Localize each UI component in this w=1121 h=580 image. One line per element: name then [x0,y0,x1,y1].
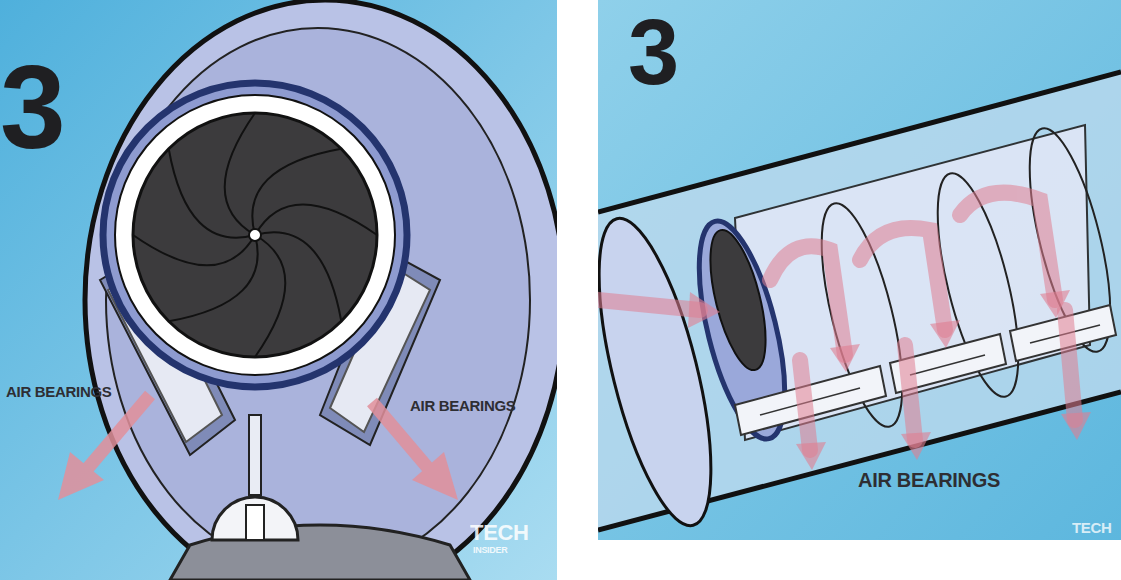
side-view-panel [598,0,1121,540]
part-label: AIR BEARINGS [6,384,112,399]
part-label: AIR BEARINGS [410,398,516,413]
watermark: INSIDER [473,546,507,555]
part-label: AIR BEARINGS [858,470,1000,490]
step-number: 3 [0,48,66,166]
step-number: 3 [628,6,679,98]
watermark: TECH [1072,520,1112,535]
watermark: TECH [470,522,529,544]
front-view-panel [0,0,557,580]
